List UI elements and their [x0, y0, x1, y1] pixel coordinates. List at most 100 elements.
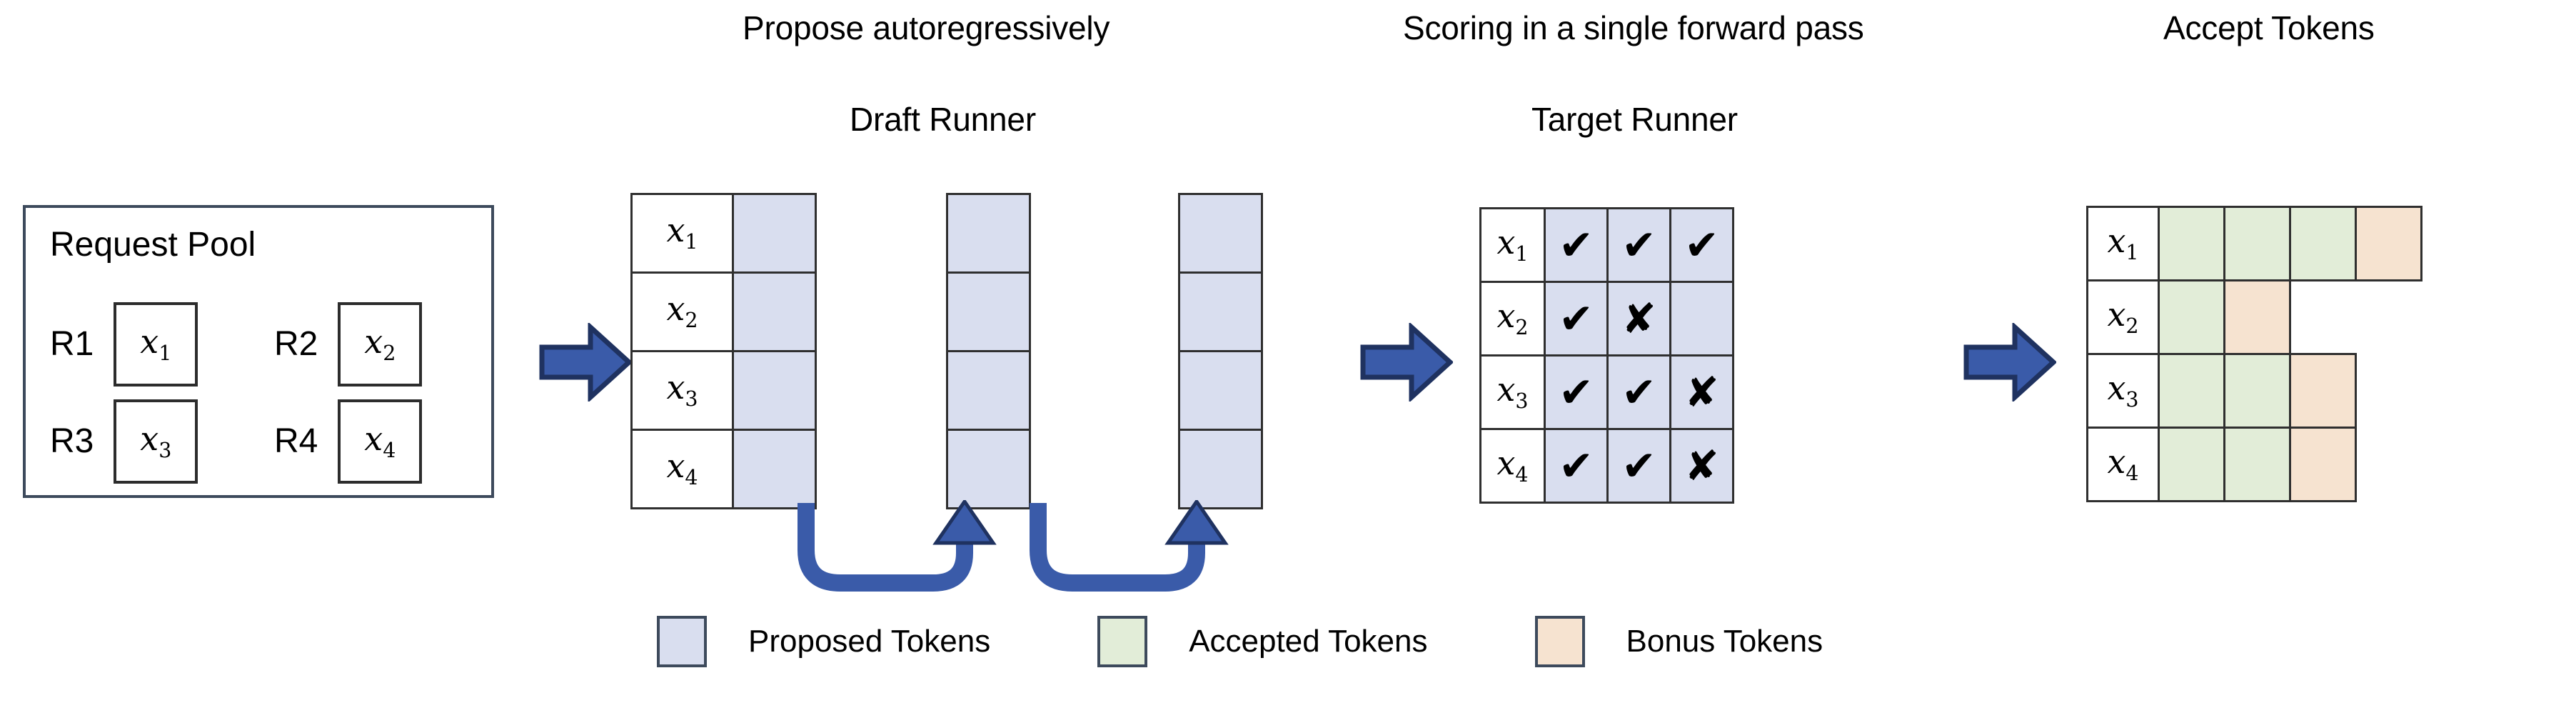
flow-arrow-pool-to-draft	[539, 321, 633, 403]
accept-cell-accepted[interactable]	[2289, 206, 2357, 281]
target-cell-check[interactable]: ✔	[1606, 354, 1671, 430]
token-x2: x2	[364, 321, 396, 365]
draft-row-label-x2: x2	[630, 271, 734, 352]
table-row: x2	[630, 271, 817, 352]
accept-cell-accepted[interactable]	[2158, 206, 2225, 281]
check-icon: ✔	[1621, 442, 1656, 490]
table-row	[946, 350, 1031, 431]
draft-row-label-x1: x1	[630, 193, 734, 274]
target-cell-cross[interactable]: ✘	[1669, 354, 1734, 430]
request-item-r2[interactable]: R2 x2	[274, 302, 423, 387]
draft-cell-proposed[interactable]	[1178, 271, 1263, 352]
target-cell-check[interactable]: ✔	[1544, 281, 1609, 357]
request-token-box-r2: x2	[338, 302, 423, 387]
check-icon: ✔	[1559, 294, 1594, 343]
accept-cell-empty	[2356, 281, 2422, 354]
token-x4: x4	[364, 419, 396, 462]
target-cell-check[interactable]: ✔	[1544, 354, 1609, 430]
accept-cell-bonus[interactable]	[2289, 353, 2357, 429]
draft-cell-proposed[interactable]	[946, 193, 1031, 274]
accept-cell-empty	[2356, 354, 2422, 428]
draft-runner-step-1-table: x1 x2 x3 x4	[630, 193, 817, 509]
accept-row-label-x3: x3	[2086, 353, 2160, 429]
request-label-r1: R1	[50, 325, 94, 363]
table-row: x3 ✔ ✔ ✘	[1479, 354, 1734, 430]
cross-icon: ✘	[1621, 294, 1656, 343]
table-row: x4 ✔ ✔ ✘	[1479, 428, 1734, 504]
table-row: x1 ✔ ✔ ✔	[1479, 207, 1734, 283]
target-cell-cross[interactable]: ✘	[1669, 428, 1734, 504]
draft-cell-proposed[interactable]	[732, 350, 817, 431]
target-cell-check[interactable]: ✔	[1606, 207, 1671, 283]
request-item-r1[interactable]: R1 x1	[50, 302, 198, 387]
legend-label-proposed: Proposed Tokens	[748, 624, 991, 659]
legend-label-bonus: Bonus Tokens	[1626, 624, 1823, 659]
target-runner-table: x1 ✔ ✔ ✔ x2 ✔ ✘	[1479, 207, 1734, 504]
draft-cell-proposed[interactable]	[946, 271, 1031, 352]
accept-cell-empty	[2356, 428, 2422, 502]
accept-cell-accepted[interactable]	[2158, 279, 2225, 355]
draft-cell-proposed[interactable]	[732, 429, 817, 509]
draft-cell-proposed[interactable]	[732, 193, 817, 274]
table-row: x3	[630, 350, 817, 431]
check-icon: ✔	[1621, 368, 1656, 417]
heading-accept-tokens: Accept Tokens	[2163, 9, 2375, 46]
accept-cell-accepted[interactable]	[2223, 353, 2291, 429]
accept-cell-bonus[interactable]	[2223, 279, 2291, 355]
cross-icon: ✘	[1684, 442, 1719, 490]
table-row: x3	[2086, 353, 2422, 429]
request-item-r3[interactable]: R3 x3	[50, 399, 198, 484]
accept-tokens-table: x1 x2 x3	[2086, 206, 2422, 502]
table-row	[1178, 271, 1263, 352]
accept-row-label-x4: x4	[2086, 427, 2160, 502]
draft-row-label-x3: x3	[630, 350, 734, 431]
draft-cell-proposed[interactable]	[946, 429, 1031, 509]
check-icon: ✔	[1559, 368, 1594, 417]
table-row: x4	[2086, 427, 2422, 502]
accept-cell-accepted[interactable]	[2158, 353, 2225, 429]
request-label-r4: R4	[274, 422, 318, 460]
target-row-label-x2: x2	[1479, 281, 1546, 357]
accept-cell-empty	[2290, 281, 2356, 354]
draft-cell-proposed[interactable]	[732, 271, 817, 352]
accept-row-label-x1: x1	[2086, 206, 2160, 281]
table-row: x4	[630, 429, 817, 509]
draft-cell-proposed[interactable]	[1178, 429, 1263, 509]
table-row	[1178, 429, 1263, 509]
draft-cell-proposed[interactable]	[946, 350, 1031, 431]
target-cell-check[interactable]: ✔	[1606, 428, 1671, 504]
target-row-label-x4: x4	[1479, 428, 1546, 504]
table-row: x2 ✔ ✘	[1479, 281, 1734, 357]
target-cell-check[interactable]: ✔	[1544, 207, 1609, 283]
request-pool-panel: Request Pool R1 x1 R2 x2 R3 x3 R4 x4	[23, 205, 494, 498]
accept-cell-accepted[interactable]	[2223, 427, 2291, 502]
target-cell-blank[interactable]	[1669, 281, 1734, 357]
legend: Proposed Tokens Accepted Tokens Bonus To…	[657, 616, 1823, 667]
draft-runner-step-3-table	[1178, 193, 1263, 509]
accept-cell-accepted[interactable]	[2158, 427, 2225, 502]
target-cell-check[interactable]: ✔	[1669, 207, 1734, 283]
loop-arrow-step2-to-step3	[1028, 498, 1235, 600]
loop-arrow-step1-to-step2	[796, 498, 1003, 600]
accept-cell-bonus[interactable]	[2289, 427, 2357, 502]
token-x3: x3	[140, 419, 172, 462]
flow-arrow-draft-to-target	[1360, 321, 1454, 403]
cross-icon: ✘	[1684, 368, 1719, 417]
request-token-box-r1: x1	[114, 302, 198, 387]
target-cell-cross[interactable]: ✘	[1606, 281, 1671, 357]
draft-cell-proposed[interactable]	[1178, 350, 1263, 431]
target-row-label-x3: x3	[1479, 354, 1546, 430]
draft-cell-proposed[interactable]	[1178, 193, 1263, 274]
heading-propose-autoregressively: Propose autoregressively	[743, 9, 1110, 46]
draft-row-label-x4: x4	[630, 429, 734, 509]
accept-cell-accepted[interactable]	[2223, 206, 2291, 281]
accept-cell-bonus[interactable]	[2355, 206, 2422, 281]
target-row-label-x1: x1	[1479, 207, 1546, 283]
request-label-r3: R3	[50, 422, 94, 460]
check-icon: ✔	[1621, 221, 1656, 269]
request-item-r4[interactable]: R4 x4	[274, 399, 423, 484]
target-cell-check[interactable]: ✔	[1544, 428, 1609, 504]
request-pool-title: Request Pool	[50, 226, 256, 264]
request-label-r2: R2	[274, 325, 318, 363]
